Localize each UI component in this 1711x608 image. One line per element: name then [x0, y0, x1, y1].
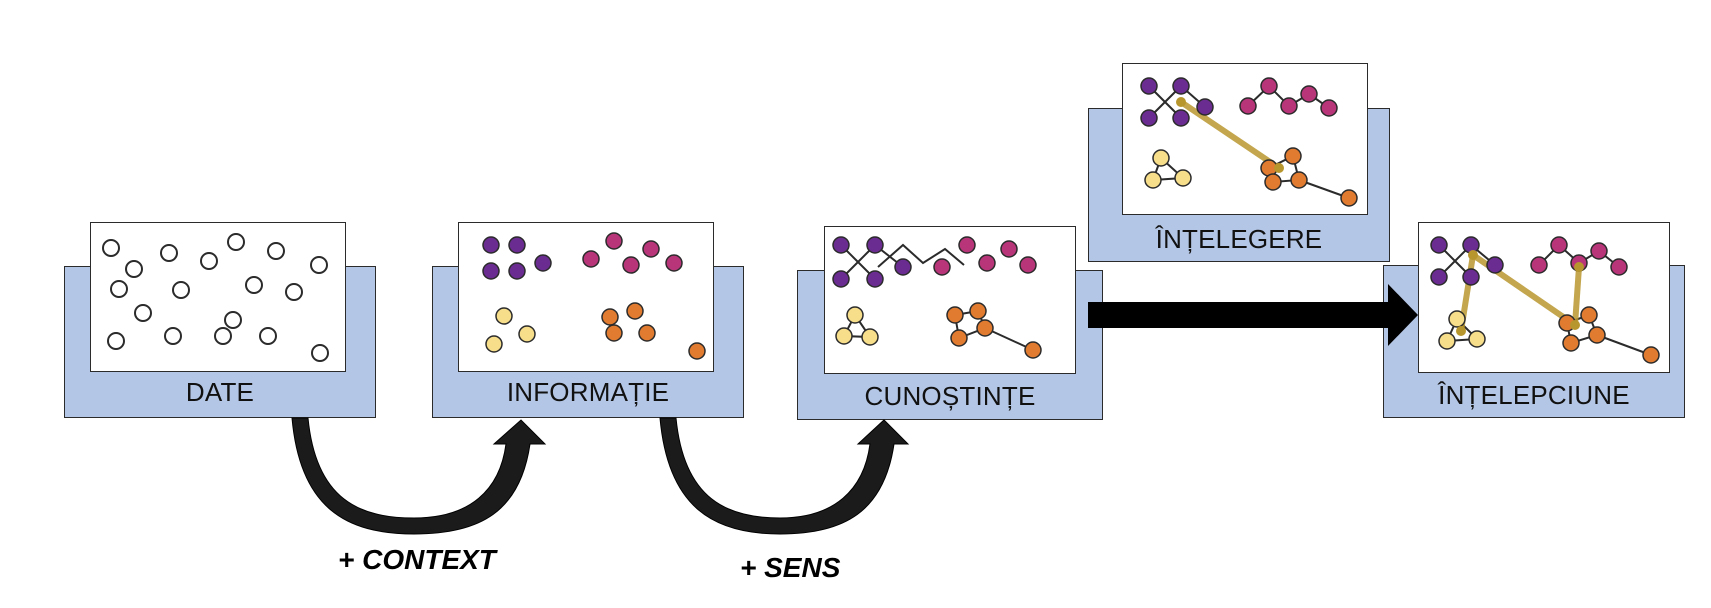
- stage-intelegere-label: ÎNȚELEGERE: [1155, 224, 1323, 254]
- stage-intelepciune-label: ÎNȚELEPCIUNE: [1438, 380, 1630, 410]
- grouped-data-points: [482, 232, 706, 360]
- stage-cunostinte-label: CUNOȘTINȚE: [864, 381, 1036, 411]
- scattered-data-points: [102, 233, 329, 362]
- connected-knowledge-graph: [832, 236, 1042, 359]
- understanding-graph: [1140, 77, 1358, 207]
- wisdom-graph: [1430, 236, 1660, 364]
- stage-date-label: DATE: [185, 377, 255, 407]
- stage-intelegere-card: [1122, 63, 1368, 215]
- transition-context-label: + CONTEXT: [338, 544, 496, 575]
- transition-sens-label: + SENS: [740, 552, 841, 583]
- curved-arrow-sens-icon: [659, 417, 910, 535]
- stage-informatie-card: [458, 222, 714, 372]
- stage-date-card: [90, 222, 346, 372]
- stage-intelepciune-card: [1418, 222, 1670, 373]
- stage-informatie-label: INFORMAȚIE: [506, 377, 670, 407]
- horizontal-arrow-icon: [1088, 284, 1418, 346]
- stage-cunostinte-card: [824, 226, 1076, 374]
- curved-arrow-context-icon: [291, 417, 547, 535]
